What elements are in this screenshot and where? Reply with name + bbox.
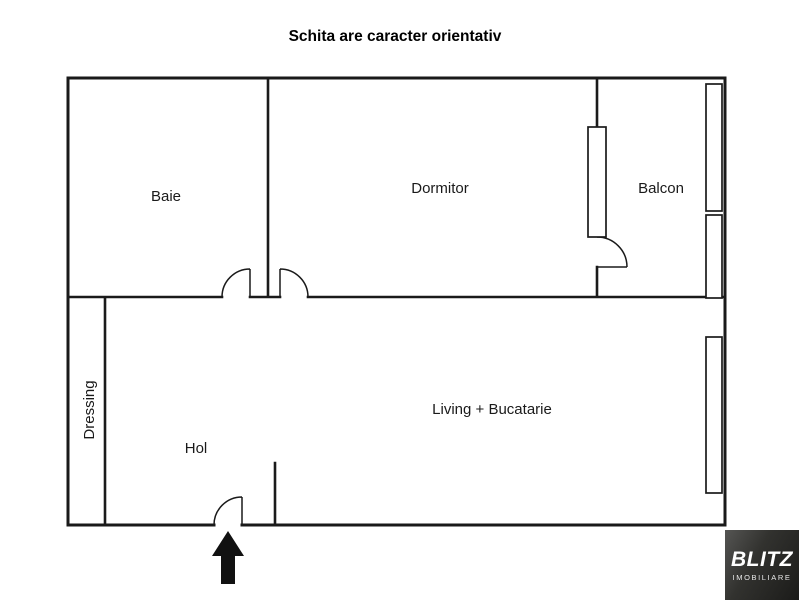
logo-tagline-text: IMOBILIARE — [732, 572, 792, 582]
room-label-living: Living + Bucatarie — [432, 401, 552, 418]
door-baie — [221, 268, 251, 298]
room-label-dressing: Dressing — [81, 380, 98, 439]
room-label-baie: Baie — [151, 188, 181, 205]
window-balcon-top — [705, 83, 723, 212]
room-label-balcon: Balcon — [638, 180, 684, 197]
interior-walls — [66, 76, 727, 527]
room-label-hol: Hol — [185, 440, 208, 457]
door-balcon — [596, 236, 628, 268]
window-dormitor-balcon — [587, 126, 607, 238]
room-label-dormitor: Dormitor — [411, 180, 469, 197]
door-entrance — [213, 496, 243, 526]
door-dormitor — [279, 268, 309, 298]
logo-brand-text: BLITZ — [731, 547, 793, 571]
entrance-arrow-icon — [212, 531, 244, 584]
agency-logo: BLITZ IMOBILIARE — [725, 530, 799, 600]
outer-walls — [66, 76, 727, 527]
window-balcon-bottom — [705, 214, 723, 299]
window-living — [705, 336, 723, 494]
page-title: Schita are caracter orientativ — [289, 28, 502, 45]
